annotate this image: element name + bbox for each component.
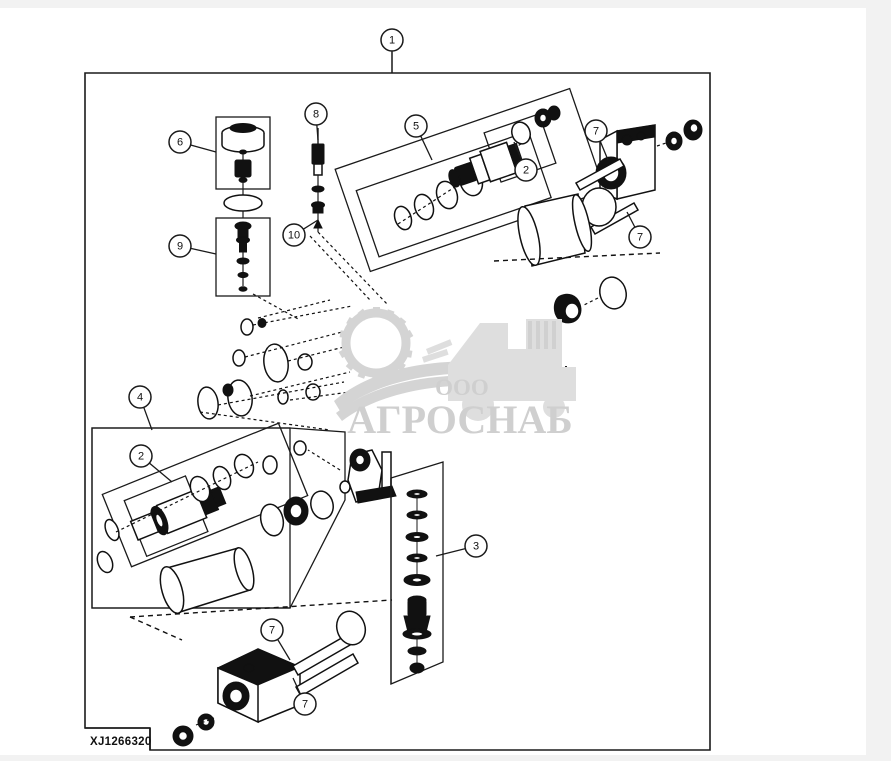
callout-number: 2 (523, 165, 529, 177)
callout-number: 7 (302, 699, 308, 711)
part-number-label: XJ1266320 (90, 736, 152, 748)
callout-number: 9 (177, 241, 183, 253)
callout-balloon-9[interactable]: 9 (168, 234, 192, 258)
cylinder-sleeve-upper (493, 193, 661, 267)
page-margin-top (0, 0, 891, 8)
leader-line-7 (599, 140, 609, 161)
callout-number: 4 (137, 392, 143, 404)
callout-balloons: 1 6 9 8 10 5 2 7 7 4 2 3 7 7 (128, 28, 652, 716)
lower-seal-row (96, 453, 259, 574)
page-margin-right (866, 0, 891, 761)
leader-line-7 (292, 677, 301, 695)
cylinder-sleeve-lower (129, 546, 393, 618)
leader-line-9 (190, 247, 217, 255)
valve-manifold-upper (559, 119, 703, 236)
callout-balloon-7[interactable]: 7 (260, 618, 284, 642)
leader-line-2 (149, 462, 173, 483)
callout-balloon-6[interactable]: 6 (168, 130, 192, 154)
callout-number: 7 (269, 625, 275, 637)
callout-balloon-1[interactable]: 1 (380, 28, 404, 52)
callout-balloon-3[interactable]: 3 (464, 534, 488, 558)
lower-mid-orings (259, 455, 334, 537)
spool-valve-upper (448, 141, 525, 188)
callout-number: 7 (637, 232, 643, 244)
leader-line-2 (513, 141, 523, 161)
callout-balloon-7[interactable]: 7 (628, 225, 652, 249)
page-margin-bottom (0, 755, 891, 761)
shim-cartridge-kit-box (390, 461, 444, 685)
callout-number: 10 (288, 230, 300, 242)
callout-number: 2 (138, 451, 144, 463)
valve-stack-kit-group (215, 217, 301, 321)
callout-number: 1 (389, 35, 395, 47)
leader-line-4 (143, 407, 153, 431)
leader-line-8 (316, 124, 319, 141)
callout-number: 8 (313, 109, 319, 121)
leader-line-3 (435, 548, 466, 557)
center-bracket-group (307, 448, 397, 504)
shim-stack (402, 489, 432, 674)
leader-line-10 (302, 219, 319, 230)
callout-number: 3 (473, 541, 479, 553)
leader-line-7 (277, 639, 291, 661)
callout-balloon-10[interactable]: 10 (282, 223, 306, 247)
seal-kit-upper-group (334, 87, 606, 273)
callout-balloon-7[interactable]: 7 (584, 119, 608, 143)
upper-small-washers (511, 105, 561, 145)
callout-balloon-8[interactable]: 8 (304, 102, 328, 126)
callout-number: 6 (177, 137, 183, 149)
callout-number: 7 (593, 126, 599, 138)
leader-line-5 (420, 135, 433, 161)
callout-number: 5 (413, 121, 419, 133)
callout-balloon-4[interactable]: 4 (128, 385, 152, 409)
leader-line-6 (190, 144, 217, 153)
callout-balloon-2[interactable]: 2 (129, 444, 153, 468)
filler-cap-kit-group (215, 116, 271, 218)
callout-balloon-2[interactable]: 2 (514, 158, 538, 182)
callout-balloon-5[interactable]: 5 (404, 114, 428, 138)
callout-balloon-7[interactable]: 7 (293, 692, 317, 716)
pin-stud-group (309, 128, 389, 306)
leader-line-7 (626, 211, 636, 228)
oring-bushing-mid-right (553, 276, 627, 324)
